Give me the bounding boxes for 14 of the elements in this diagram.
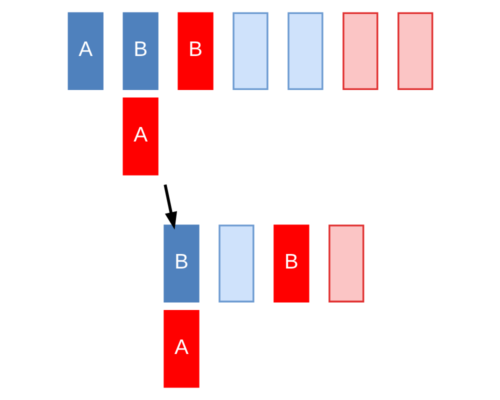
node-box: A [67, 12, 103, 90]
node-box: B [273, 224, 309, 302]
arrow [163, 184, 177, 230]
node-bar [218, 224, 254, 302]
node-bar [287, 12, 323, 90]
node-box: B [122, 12, 158, 90]
node-bar [328, 224, 364, 302]
node-box: B [177, 12, 213, 90]
node-box: A [122, 98, 158, 176]
node-box: A [163, 310, 199, 388]
node-bar [342, 12, 378, 90]
node-bar [232, 12, 268, 90]
node-box: B [163, 224, 199, 302]
node-bar [397, 12, 433, 90]
